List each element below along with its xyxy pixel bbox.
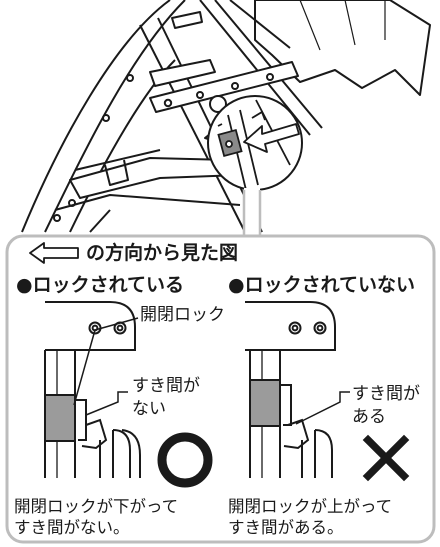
view-direction-arrow-small <box>29 242 79 264</box>
connector-tube <box>242 188 262 238</box>
unlocked-heading: ●ロックされていない <box>228 274 416 296</box>
ng-cross-icon <box>362 434 410 482</box>
locked-panel-drawing <box>44 301 141 478</box>
stroller-frame-drawing <box>21 0 431 233</box>
unlocked-panel-drawing <box>245 301 350 478</box>
ok-circle-icon <box>157 432 213 488</box>
callout-lock-label: 開閉ロック <box>140 305 225 325</box>
unlocked-gap-label-line1: すき間が <box>352 384 420 404</box>
view-caption: の方向から見た図 <box>86 242 239 264</box>
unlocked-gap-label-line2: ある <box>352 407 386 427</box>
locked-caption-line2: すき間がない。 <box>14 518 130 537</box>
locked-heading: ●ロックされている <box>16 274 185 296</box>
view-direction-arrow <box>243 123 300 153</box>
locked-gap-label-line1: すき間が <box>132 376 200 396</box>
unlocked-caption-line2: すき間がある。 <box>228 518 344 537</box>
locked-caption-line1: 開閉ロックが下がって <box>14 497 179 516</box>
locked-gap-label-line2: ない <box>132 399 166 419</box>
unlocked-caption-line1: 開閉ロックが上がって <box>228 497 393 516</box>
